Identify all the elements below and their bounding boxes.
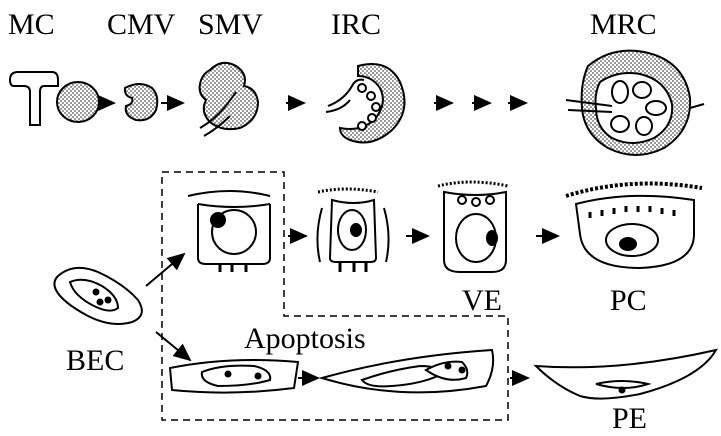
label-pe: PE [612, 404, 647, 434]
smv-figure [200, 63, 258, 136]
label-ve: VE [462, 286, 502, 316]
arrow-bec-up [146, 254, 184, 286]
label-smv: SMV [198, 10, 263, 40]
label-cmv: CMV [107, 10, 175, 40]
cell-1-figure [188, 191, 270, 272]
mc-figure [10, 72, 99, 125]
apoptotic-cell-2-figure [322, 350, 493, 392]
bec-figure [54, 268, 141, 324]
cmv-figure [125, 84, 157, 120]
arrow-bec-down [156, 332, 190, 360]
ve-figure [438, 182, 508, 272]
label-mc: MC [8, 10, 55, 40]
label-apoptosis: Apoptosis [244, 324, 366, 354]
pe-figure [536, 350, 716, 399]
cell-2-figure [317, 189, 388, 272]
mrc-figure [566, 51, 704, 155]
label-bec: BEC [66, 346, 124, 376]
pc-figure [566, 184, 702, 269]
label-pc: PC [610, 286, 647, 316]
label-irc: IRC [331, 10, 381, 40]
apoptotic-cell-1-figure [170, 360, 298, 393]
label-mrc: MRC [590, 10, 657, 40]
irc-figure [326, 64, 405, 142]
